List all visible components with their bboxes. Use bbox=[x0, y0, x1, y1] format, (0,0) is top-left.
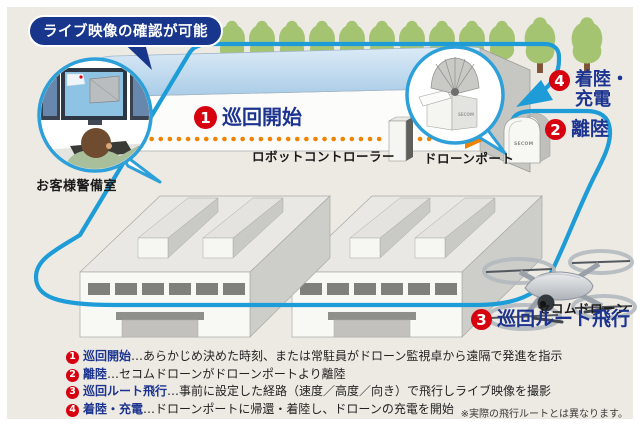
legend-row: 3 巡回ルート飛行…事前に設定した経路（速度／高度／向き）で飛行しライブ映像を撮… bbox=[66, 384, 562, 399]
map-icon bbox=[66, 73, 86, 87]
live-video-feed bbox=[89, 75, 120, 104]
patrol-route-line bbox=[33, 41, 613, 308]
robot-controller bbox=[387, 116, 415, 162]
route-arrow-to-port bbox=[516, 80, 553, 107]
legend-row: 4 着陸・充電…ドローンポートに帰還・着陸し、ドローンの充電を開始 bbox=[66, 401, 562, 417]
roof-vent bbox=[349, 197, 431, 259]
step-title: 離陸 bbox=[571, 118, 610, 140]
legend-step-desc: …ドローンポートに帰還・着陸し、ドローンの充電を開始 bbox=[143, 401, 454, 416]
legend: 1 巡回開始…あらかじめ決めた時刻、または常駐員がドローン監視卓から遠隔で発進を… bbox=[66, 349, 563, 420]
step-number-badge: 4 bbox=[549, 70, 570, 91]
disclaimer-note: ※実際の飛行ルートとは異なります。 bbox=[460, 409, 628, 420]
step-marker-4: 4 着陸・充電 bbox=[549, 70, 633, 110]
secom-logo: SECOM bbox=[458, 112, 474, 117]
legend-step-title: 離陸 bbox=[83, 366, 108, 381]
legend-step-title: 巡回開始 bbox=[83, 349, 132, 363]
legend-step-title: 着陸・充電 bbox=[83, 401, 144, 416]
legend-row: 1 巡回開始…あらかじめ決めた時刻、または常駐員がドローン監視卓から遠隔で発進を… bbox=[66, 349, 563, 364]
step-title: 巡回ルート飛行 bbox=[497, 308, 631, 330]
open-port-callout: SECOM bbox=[405, 45, 507, 155]
alert-dot-icon bbox=[79, 75, 83, 79]
step-title: 巡回開始 bbox=[222, 105, 302, 129]
legend-number-badge: 3 bbox=[66, 386, 79, 399]
step-marker-2: 2 離陸 bbox=[545, 119, 609, 140]
live-video-badge: ライブ映像の確認が可能 bbox=[28, 15, 223, 47]
step-marker-3: 3 巡回ルート飛行 bbox=[471, 309, 630, 330]
step-marker-1: 1 巡回開始 bbox=[194, 106, 302, 129]
operator-person bbox=[64, 149, 128, 169]
legend-step-desc: …事前に設定した経路（速度／高度／向き）で飛行しライブ映像を撮影 bbox=[167, 384, 552, 398]
step-title: 着陸・充電 bbox=[575, 69, 629, 110]
legend-number-badge: 1 bbox=[66, 351, 79, 364]
security-room-label: お客様警備室 bbox=[36, 179, 118, 194]
drone-port-label: ドローンポート bbox=[424, 151, 515, 166]
legend-step-title: 巡回ルート飛行 bbox=[83, 384, 168, 398]
open-port-illustration: SECOM bbox=[418, 57, 480, 131]
step-number-badge: 3 bbox=[471, 309, 492, 330]
legend-row: 2 離陸…セコムドローンがドローンポートより離陸 bbox=[66, 366, 562, 382]
robot-controller-label: ロボットコントローラー bbox=[252, 149, 396, 164]
legend-step-desc: …セコムドローンがドローンポートより離陸 bbox=[107, 366, 346, 381]
factory-building-right bbox=[291, 195, 543, 338]
step-number-badge: 2 bbox=[545, 119, 566, 140]
legend-step-desc: …あらかじめ決めた時刻、または常駐員がドローン監視卓から遠隔で発進を指示 bbox=[131, 349, 563, 363]
security-room-callout bbox=[37, 32, 162, 184]
drone-port: SECOM bbox=[503, 112, 551, 164]
drone-camera-icon bbox=[537, 294, 555, 312]
roof-vent bbox=[414, 197, 496, 259]
secom-drone-label: セコムドローン bbox=[538, 301, 629, 316]
step-number-badge: 1 bbox=[194, 106, 217, 129]
legend-number-badge: 4 bbox=[66, 403, 79, 417]
secom-logo: SECOM bbox=[514, 141, 534, 147]
legend-number-badge: 2 bbox=[66, 368, 79, 382]
factory-building-left bbox=[79, 195, 331, 338]
roof-vent bbox=[137, 197, 219, 259]
roof-vent bbox=[202, 197, 284, 259]
